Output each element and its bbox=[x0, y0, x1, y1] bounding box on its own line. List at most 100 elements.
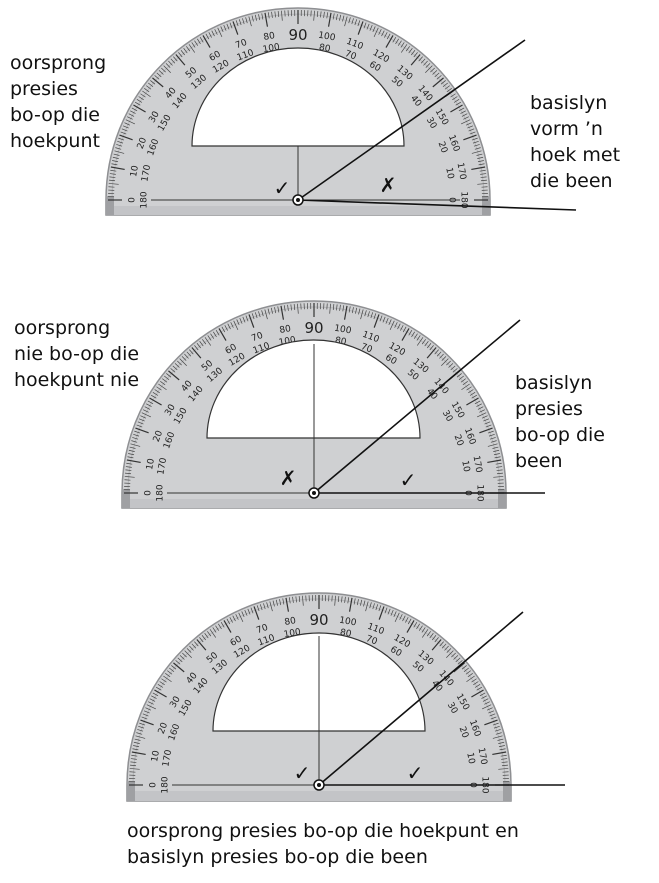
degree-tick bbox=[363, 600, 366, 607]
protractor-left-cap bbox=[127, 781, 135, 801]
degree-tick bbox=[229, 22, 233, 29]
degree-tick bbox=[468, 128, 475, 132]
degree-tick bbox=[264, 12, 269, 27]
degree-tick bbox=[421, 629, 429, 638]
degree-tick bbox=[132, 437, 139, 440]
degree-tick bbox=[259, 604, 263, 611]
degree-tick bbox=[146, 85, 152, 90]
degree-tick bbox=[148, 701, 154, 705]
degree-tick bbox=[501, 758, 508, 760]
degree-tick bbox=[127, 116, 133, 120]
degree-tick bbox=[199, 341, 204, 347]
degree-tick bbox=[395, 38, 399, 45]
degree-tick bbox=[290, 304, 292, 311]
degree-tick bbox=[144, 88, 150, 93]
degree-tick bbox=[461, 665, 467, 670]
degree-tick bbox=[152, 692, 159, 697]
degree-tick bbox=[194, 345, 199, 351]
degree-tick bbox=[280, 305, 285, 320]
degree-tick bbox=[450, 93, 456, 98]
degree-tick bbox=[109, 176, 116, 178]
degree-tick bbox=[130, 758, 137, 760]
degree-tick bbox=[142, 90, 151, 98]
degree-tick bbox=[131, 751, 146, 756]
degree-tick bbox=[131, 107, 138, 112]
degree-tick bbox=[159, 681, 165, 686]
degree-tick bbox=[267, 308, 270, 315]
degree-tick bbox=[131, 754, 138, 757]
degree-tick bbox=[209, 629, 217, 638]
angle-arm-ray bbox=[313, 319, 521, 494]
degree-tick bbox=[245, 315, 249, 322]
degree-tick bbox=[227, 323, 231, 330]
degree-tick bbox=[199, 637, 204, 643]
degree-tick bbox=[173, 56, 178, 62]
degree-tick bbox=[125, 469, 132, 471]
degree-tick bbox=[158, 383, 167, 391]
left-mark: ✓ bbox=[274, 176, 291, 200]
degree-tick bbox=[477, 183, 488, 185]
degree-tick bbox=[180, 50, 185, 56]
degree-tick bbox=[207, 335, 212, 341]
degree-tick bbox=[477, 406, 484, 410]
degree-tick bbox=[212, 627, 217, 633]
degree-tick bbox=[238, 612, 244, 623]
degree-tick bbox=[441, 356, 447, 361]
degree-tick bbox=[218, 328, 227, 341]
degree-tick bbox=[125, 472, 132, 475]
degree-tick bbox=[326, 12, 329, 19]
degree-tick bbox=[343, 305, 348, 320]
degree-tick bbox=[188, 44, 196, 53]
degree-tick bbox=[154, 689, 167, 698]
degree-tick bbox=[320, 11, 322, 18]
degree-tick bbox=[179, 655, 185, 660]
outer-scale-label: 70 bbox=[250, 331, 264, 344]
inner-scale-label: 20 bbox=[452, 433, 465, 447]
outer-scale-label: 20 bbox=[136, 136, 149, 150]
degree-tick bbox=[197, 38, 201, 45]
center-label-90: 90 bbox=[304, 319, 323, 337]
degree-tick bbox=[186, 351, 192, 357]
degree-tick bbox=[413, 621, 418, 628]
degree-tick bbox=[137, 421, 144, 425]
degree-tick bbox=[400, 44, 408, 53]
inner-scale-label: 10 bbox=[464, 752, 476, 765]
degree-tick bbox=[496, 472, 503, 475]
outer-scale-label: 170 bbox=[455, 162, 468, 181]
degree-tick bbox=[254, 312, 258, 319]
degree-tick bbox=[446, 648, 452, 653]
degree-tick bbox=[134, 430, 141, 434]
degree-tick bbox=[369, 602, 372, 609]
degree-tick bbox=[370, 312, 374, 319]
degree-tick bbox=[497, 738, 504, 741]
degree-tick bbox=[125, 119, 136, 125]
degree-tick bbox=[201, 635, 206, 641]
degree-tick bbox=[453, 655, 459, 660]
degree-tick bbox=[165, 673, 171, 678]
degree-tick bbox=[489, 437, 496, 440]
degree-tick bbox=[476, 403, 482, 407]
degree-tick bbox=[430, 67, 435, 73]
degree-tick bbox=[484, 421, 491, 425]
degree-tick bbox=[248, 16, 252, 27]
degree-tick bbox=[365, 601, 369, 612]
degree-tick bbox=[471, 394, 478, 399]
degree-tick bbox=[323, 11, 325, 18]
degree-tick bbox=[390, 609, 394, 616]
degree-tick bbox=[455, 657, 461, 663]
degree-tick bbox=[466, 397, 479, 406]
degree-tick bbox=[357, 20, 361, 27]
degree-tick bbox=[261, 13, 264, 20]
degree-tick bbox=[140, 415, 147, 419]
degree-tick bbox=[363, 22, 367, 29]
degree-tick bbox=[124, 476, 135, 478]
degree-tick bbox=[394, 612, 400, 623]
degree-tick bbox=[451, 652, 456, 658]
degree-tick bbox=[432, 635, 437, 641]
degree-tick bbox=[126, 462, 133, 465]
degree-tick bbox=[327, 12, 332, 27]
degree-tick bbox=[236, 319, 240, 326]
degree-tick bbox=[496, 466, 503, 468]
degree-tick bbox=[411, 331, 415, 338]
